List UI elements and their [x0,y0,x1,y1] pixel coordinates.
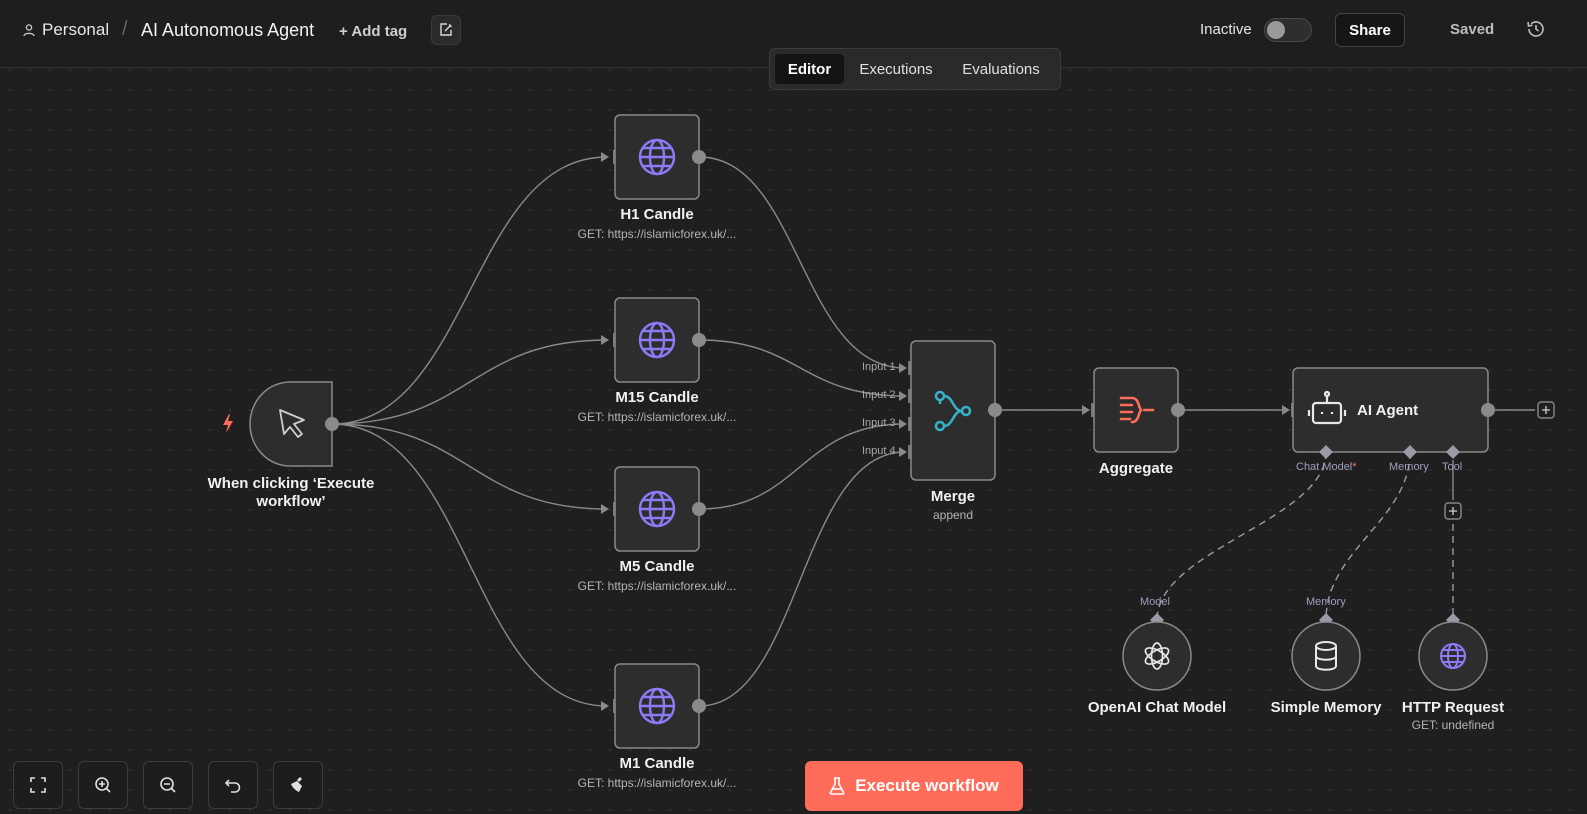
cursor-click-icon [279,409,305,438]
openai-chat-model-node[interactable] [1122,621,1192,691]
merge-input-1-label: Input 1 [862,361,896,373]
agent-chat-model-port-label: Chat Model* [1296,461,1357,473]
openai-chat-model-title: OpenAI Chat Model [1087,699,1227,716]
simple-memory-title: Simple Memory [1270,699,1382,716]
aggregate-title: Aggregate [1098,460,1174,477]
m15-candle-title: M15 Candle [615,389,699,406]
merge-subtitle: append [932,508,974,522]
globe-icon [638,138,676,176]
globe-icon [638,687,676,725]
m1-candle-title: M1 Candle [619,755,695,772]
connections [331,156,1535,707]
globe-icons [638,138,676,725]
undo-icon [224,779,241,793]
workflow-title[interactable]: AI Autonomous Agent [141,20,315,40]
execute-workflow-button[interactable]: Execute workflow [805,761,1023,811]
edit-description-button[interactable] [431,15,461,45]
active-status-label: Inactive [1200,21,1252,38]
h1-candle-title: H1 Candle [620,206,694,223]
trigger-node[interactable] [223,381,333,467]
user-icon [23,24,35,37]
globe-icon [1440,643,1466,669]
breadcrumb-personal-label: Personal [42,20,110,39]
agent-memory-port-label: Memory [1389,461,1429,473]
agent-output-add-button[interactable] [1537,401,1555,419]
merge-title: Merge [930,488,976,505]
merge-icon [934,390,972,432]
m5-candle-subtitle: GET: https://islamicforex.uk/... [577,579,737,593]
tool-add-button[interactable] [1444,502,1462,520]
flask-icon [829,777,845,795]
globe-icon [638,490,676,528]
merge-input-2-label: Input 2 [862,389,896,401]
http-request-node[interactable] [1418,621,1488,691]
zoom-out-button[interactable] [143,761,193,809]
zoom-out-icon [160,777,176,793]
tab-editor[interactable]: Editor [775,54,844,84]
aggregate-node[interactable] [1093,367,1179,453]
globe-icon [638,321,676,359]
bolt-icon [223,414,233,433]
m15-candle-subtitle: GET: https://islamicforex.uk/... [577,410,737,424]
h1-candle-subtitle: GET: https://islamicforex.uk/... [577,227,737,241]
simple-memory-node[interactable] [1291,621,1361,691]
memory-port-label: Memory [1306,596,1346,608]
zoom-in-button[interactable] [78,761,128,809]
edit-icon [440,23,452,36]
http-request-subtitle: GET: undefined [1411,718,1495,732]
ai-agent-title: AI Agent [1357,402,1419,419]
zoom-to-fit-button[interactable] [13,761,63,809]
execute-workflow-label: Execute workflow [855,776,999,795]
reset-zoom-button[interactable] [208,761,258,809]
agent-tool-port-label: Tool [1442,461,1463,473]
database-icon [1315,641,1337,671]
http-request-title: HTTP Request [1401,699,1505,716]
saved-status: Saved [1450,21,1495,38]
merge-node[interactable] [910,340,996,481]
m5-candle-title: M5 Candle [619,558,695,575]
active-toggle[interactable] [1264,18,1312,42]
broom-icon [291,777,302,792]
aggregate-icon [1119,396,1155,424]
openai-icon [1144,642,1170,670]
tab-evaluations[interactable]: Evaluations [962,60,1040,78]
tab-executions[interactable]: Executions [859,60,933,78]
view-tabs: Editor Executions Evaluations [769,48,1061,90]
share-button[interactable]: Share [1335,13,1405,47]
robot-icon [1307,390,1347,425]
history-icon[interactable] [1525,18,1547,40]
m1-candle-subtitle: GET: https://islamicforex.uk/... [577,776,737,790]
tidy-up-button[interactable] [273,761,323,809]
openai-model-port-label: Model [1140,596,1170,608]
zoom-in-icon [95,777,111,793]
trigger-node-title: When clicking ‘Execute workflow’ [207,475,375,510]
fit-view-icon [30,777,46,793]
add-tag-button[interactable]: + Add tag [339,23,408,40]
toggle-knob [1267,21,1285,39]
breadcrumb-separator: / [122,18,128,40]
breadcrumb-personal[interactable]: Personal [22,20,109,40]
merge-input-3-label: Input 3 [862,417,896,429]
merge-input-4-label: Input 4 [862,445,896,457]
